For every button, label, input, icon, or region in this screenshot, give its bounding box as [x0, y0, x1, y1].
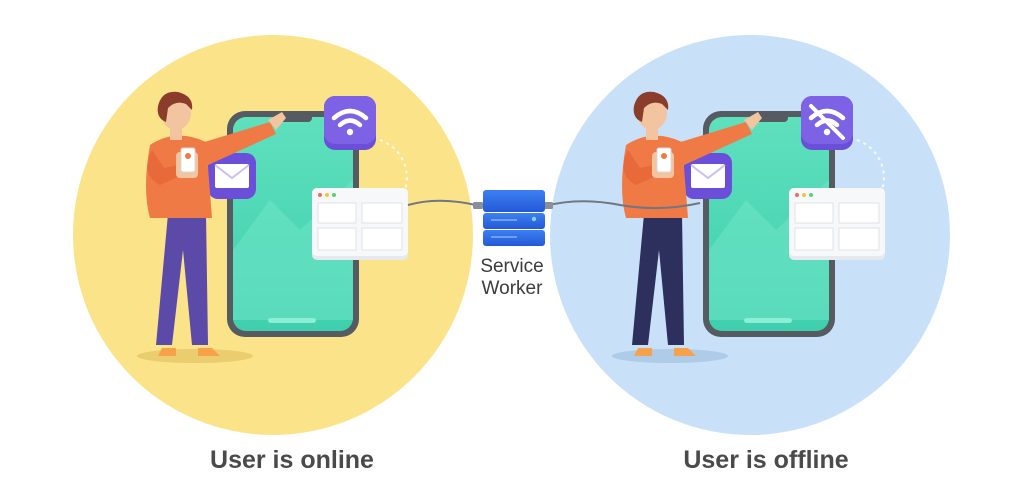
wifi-icon [324, 96, 376, 150]
offline-mail-icon [684, 153, 732, 199]
offline-label: User is offline [683, 446, 849, 474]
service-worker-caption-line-1: Service [480, 256, 544, 277]
offline-browser-window [789, 188, 885, 260]
offline-scene [550, 35, 950, 435]
online-label: User is online [210, 446, 374, 474]
offline-phone [703, 111, 835, 337]
online-floor-shadow [137, 349, 253, 363]
online-phone [227, 111, 359, 337]
connector-offline [544, 200, 701, 210]
connector-lines [407, 199, 701, 210]
online-browser-window [312, 188, 408, 260]
mail-icon [208, 153, 256, 199]
server-icon [483, 190, 545, 246]
offline-person [622, 91, 762, 356]
service-worker-caption: Service Worker [452, 256, 572, 300]
offline-floor-shadow [612, 349, 728, 363]
connector-online [407, 199, 481, 207]
online-person [146, 91, 286, 356]
online-scene [73, 35, 473, 435]
wifi-off-icon [801, 96, 853, 150]
service-worker-caption-line-2: Worker [481, 278, 543, 299]
